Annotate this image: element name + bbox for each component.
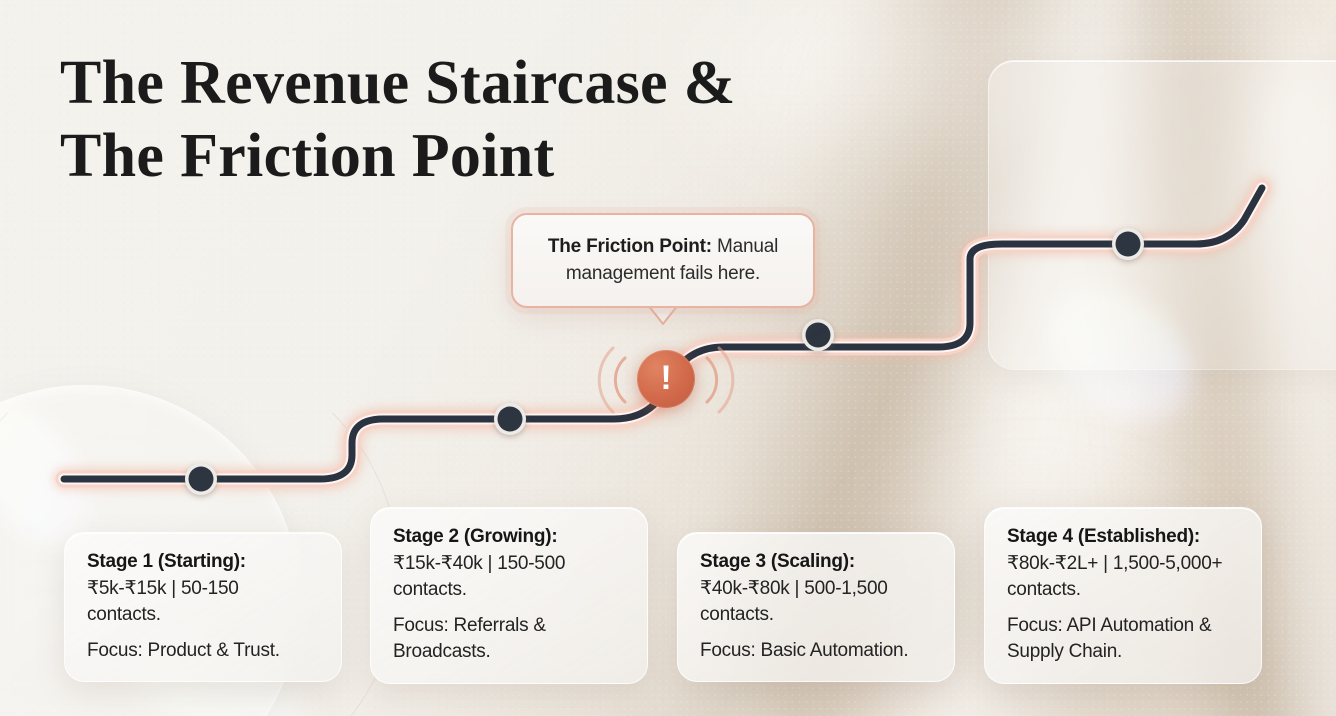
staircase-core-line: [60, 184, 1266, 483]
stage-card-title: Stage 2 (Growing):: [393, 526, 558, 547]
stage-card-metrics-cont: contacts.: [87, 603, 161, 625]
stage-card-metrics-cont: contacts.: [1007, 578, 1081, 600]
stage-card-title: Stage 3 (Scaling):: [700, 551, 855, 572]
stage-node-1[interactable]: [185, 463, 217, 495]
stage-card-2[interactable]: Stage 2 (Growing): ₹15k-₹40k | 150-500 c…: [370, 507, 648, 684]
page-title: The Revenue Staircase & The Friction Poi…: [60, 50, 736, 190]
stage-card-metrics: ₹80k-₹2L+ | 1,500-5,000+: [1007, 552, 1223, 574]
stage-card-metrics: ₹40k-₹80k | 500-1,500: [700, 577, 888, 599]
stage-node-4[interactable]: [1112, 228, 1144, 260]
stage-card-1[interactable]: Stage 1 (Starting): ₹5k-₹15k | 50-150 co…: [64, 532, 342, 683]
stage-card-metrics-cont: contacts.: [393, 578, 467, 600]
stage-card-focus: Focus: Referrals & Broadcasts.: [393, 615, 546, 663]
callout-tail: [648, 305, 678, 325]
callout-text: The Friction Point: Manual management fa…: [533, 234, 793, 286]
friction-point-callout: The Friction Point: Manual management fa…: [511, 213, 815, 308]
friction-point-marker[interactable]: !: [637, 350, 695, 408]
stage-card-focus: Focus: Product & Trust.: [87, 640, 280, 662]
title-line-2-strong: Friction Point: [180, 121, 555, 190]
stage-card-focus: Focus: API Automation & Supply Chain.: [1007, 615, 1212, 663]
title-line-2: The Friction Point: [60, 121, 736, 190]
stage-card-title: Stage 4 (Established):: [1007, 526, 1200, 547]
stage-card-4[interactable]: Stage 4 (Established): ₹80k-₹2L+ | 1,500…: [984, 507, 1262, 684]
callout-body: Manual management fails here.: [565, 236, 779, 284]
exclamation-icon: !: [660, 359, 672, 397]
title-line-2-prefix: The: [60, 121, 181, 190]
stage-card-title: Stage 1 (Starting):: [87, 551, 246, 572]
stage-node-3[interactable]: [802, 319, 834, 351]
stage-card-focus: Focus: Basic Automation.: [700, 640, 909, 662]
stage-card-metrics: ₹15k-₹40k | 150-500: [393, 552, 566, 574]
stage-card-metrics-cont: contacts.: [700, 603, 774, 625]
stage-card-metrics: ₹5k-₹15k | 50-150: [87, 577, 239, 599]
title-line-1: The Revenue Staircase &: [60, 49, 736, 117]
stage-card-3[interactable]: Stage 3 (Scaling): ₹40k-₹80k | 500-1,500…: [677, 532, 955, 683]
stage-node-2[interactable]: [494, 403, 526, 435]
callout-label: The Friction Point:: [547, 236, 712, 258]
friction-vibration-waves: [597, 346, 735, 414]
